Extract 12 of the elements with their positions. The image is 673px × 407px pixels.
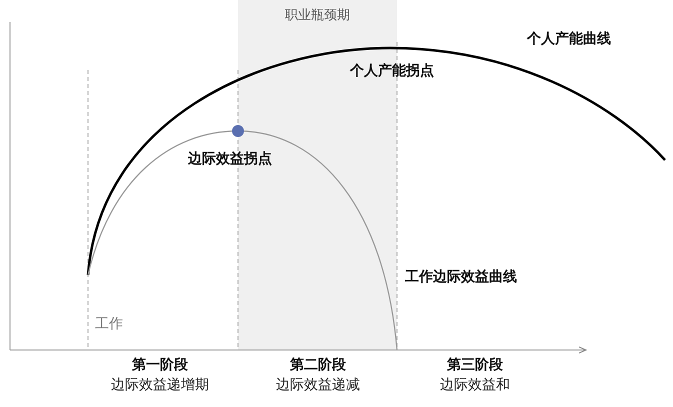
stage-title: 第一阶段 (132, 356, 188, 374)
point-label: 边际效益拐点 (188, 150, 272, 168)
stage-description: 边际效益递增期 (111, 376, 209, 394)
stage-description: 边际效益和 (440, 376, 510, 394)
curve-label: 个人产能曲线 (527, 30, 611, 48)
point-label: 个人产能拐点 (350, 62, 434, 80)
curve-label: 工作边际效益曲线 (405, 268, 517, 286)
stage-title: 第三阶段 (447, 356, 503, 374)
stage-description: 边际效益递减 (276, 376, 360, 394)
stage-title: 第二阶段 (290, 356, 346, 374)
band-title: 职业瓶颈期 (284, 7, 351, 24)
axis-label: 工作 (95, 315, 123, 333)
